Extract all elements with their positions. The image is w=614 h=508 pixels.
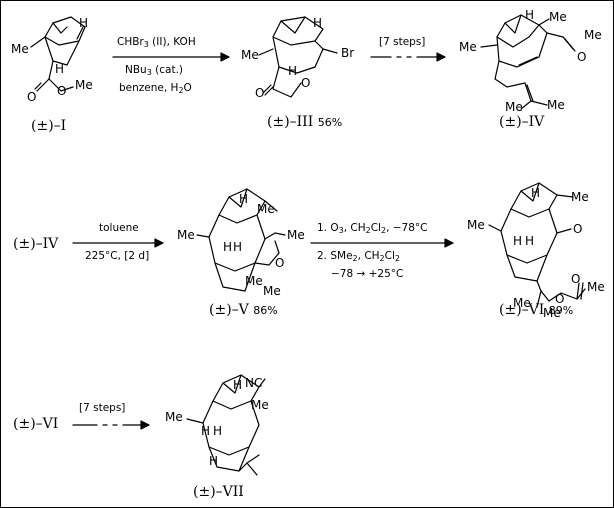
compound-III-label: (±)–III 56% xyxy=(267,114,343,130)
atom-h: H xyxy=(513,234,523,248)
compound-I-structure xyxy=(30,16,86,92)
arrow-1-head xyxy=(220,52,230,62)
atom-h: H xyxy=(201,424,211,438)
reaction-4-conditions-line3: −78 → +25°C xyxy=(331,268,404,280)
compound-V-structure xyxy=(196,188,286,292)
atom-me: Me xyxy=(584,28,602,42)
atom-h: H xyxy=(233,378,243,392)
atom-me: Me xyxy=(543,306,561,320)
atom-me: Me xyxy=(571,190,589,204)
atom-o: O xyxy=(255,86,265,100)
atom-o: O xyxy=(577,50,587,64)
atom-h: H xyxy=(213,424,223,438)
reaction-3-conditions-line1: toluene xyxy=(99,222,139,234)
reaction-2-label: [7 steps] xyxy=(379,36,426,48)
compound-VI-structure xyxy=(488,182,586,308)
reaction-4-conditions-line1: 1. O3, CH2Cl2, −78°C xyxy=(317,222,428,235)
atom-nc: NC xyxy=(245,376,263,390)
atom-o: O xyxy=(301,76,311,90)
atom-h: H xyxy=(233,240,243,254)
atom-me: Me xyxy=(505,100,523,114)
atom-me: Me xyxy=(513,296,531,310)
atom-h: H xyxy=(79,16,89,30)
atom-o: O xyxy=(275,256,285,270)
atom-o: O xyxy=(571,272,581,286)
atom-me: Me xyxy=(287,228,305,242)
atom-me: Me xyxy=(263,284,281,298)
atom-h: H xyxy=(209,454,219,468)
atom-o: O xyxy=(555,292,565,306)
atom-h: H xyxy=(313,16,323,30)
atom-me: Me xyxy=(459,40,477,54)
atom-h: H xyxy=(239,192,249,206)
compound-IV-label: (±)–IV xyxy=(499,114,545,130)
arrow-5-head xyxy=(140,420,150,430)
compound-IV-structure xyxy=(480,14,576,110)
atom-me: Me xyxy=(587,280,605,294)
atom-h: H xyxy=(525,234,535,248)
atom-h: H xyxy=(525,8,535,22)
arrow-4-head xyxy=(444,238,454,248)
reaction-1-conditions-line1: CHBr3 (II), KOH xyxy=(117,36,196,49)
atom-me: Me xyxy=(11,42,29,56)
atom-o: O xyxy=(57,84,67,98)
reaction-3-conditions-line2: 225°C, [2 d] xyxy=(85,250,150,262)
compound-III-structure xyxy=(258,16,338,98)
compound-VI-start-label: (±)–VI xyxy=(13,416,59,432)
arrow-3-head xyxy=(154,238,164,248)
atom-me: Me xyxy=(257,202,275,216)
atom-me: Me xyxy=(549,10,567,24)
atom-o: O xyxy=(573,222,583,236)
atom-h: H xyxy=(55,62,65,76)
atom-me: Me xyxy=(75,78,93,92)
atom-me: Me xyxy=(467,218,485,232)
compound-IV-start-label: (±)–IV xyxy=(13,236,59,252)
compound-V-label: (±)–V 86% xyxy=(209,302,278,318)
reaction-5-label: [7 steps] xyxy=(79,402,126,414)
reaction-1-conditions-line2: NBu3 (cat.) xyxy=(125,64,184,77)
atom-me: Me xyxy=(241,48,259,62)
atom-me: Me xyxy=(177,228,195,242)
atom-h: H xyxy=(288,64,298,78)
reaction-1-conditions-line3: benzene, H2O xyxy=(119,82,192,95)
atom-br: Br xyxy=(341,46,355,60)
arrow-2-head xyxy=(436,52,446,62)
atom-h: H xyxy=(531,186,541,200)
compound-VII-label: (±)–VII xyxy=(193,484,244,500)
compound-I-label: (±)–I xyxy=(31,118,67,134)
compound-VI-label: (±)–VI 89% xyxy=(499,302,574,318)
reaction-4-conditions-line2: 2. SMe2, CH2Cl2 xyxy=(317,250,400,263)
atom-me: Me xyxy=(245,274,263,288)
atom-me: Me xyxy=(165,410,183,424)
atom-h: H xyxy=(223,240,233,254)
atom-o: O xyxy=(27,90,37,104)
atom-me: Me xyxy=(547,98,565,112)
compound-VII-structure xyxy=(186,374,266,476)
atom-me: Me xyxy=(251,398,269,412)
